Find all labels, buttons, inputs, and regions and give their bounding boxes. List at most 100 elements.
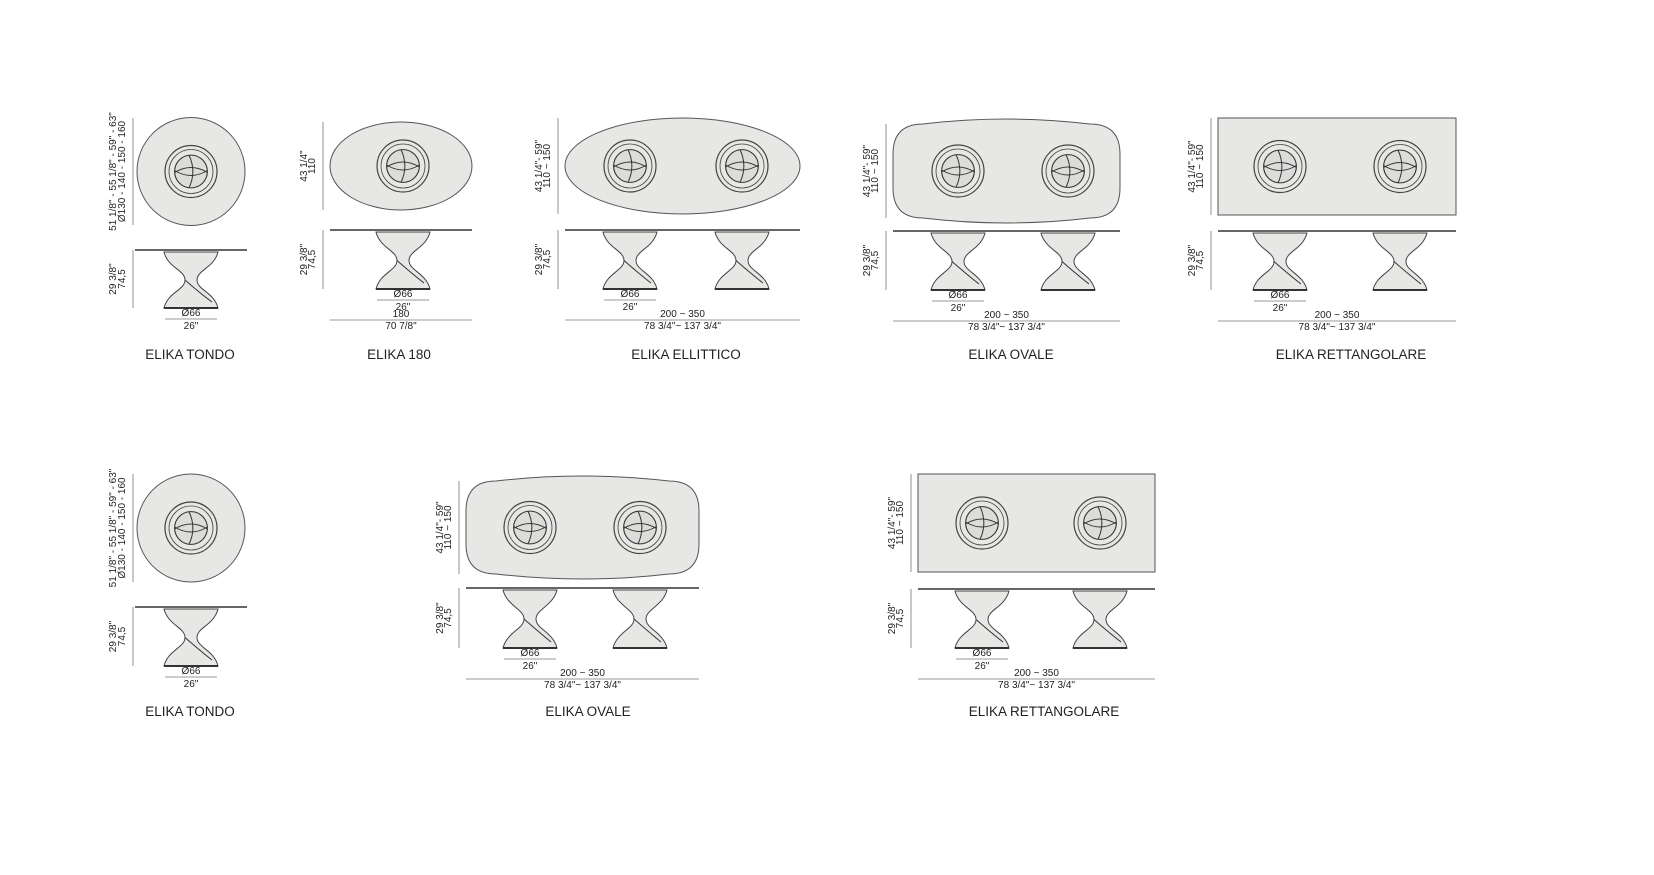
depth-in-label: 43 1/4"- 59": [862, 144, 873, 197]
base-hub-icon: [955, 496, 1009, 550]
base-diameter-in-label: 26": [396, 302, 411, 313]
hourglass-leg: [502, 589, 558, 649]
base-diameter-cm-label: Ø66: [949, 290, 968, 301]
diameter-cm-label: Ø130 - 140 - 150 - 160: [117, 477, 128, 579]
height-in-label: 29 3/8": [887, 602, 898, 634]
base-diameter-cm-label: Ø66: [973, 648, 992, 659]
length-in-label: 78 3/4"~ 137 3/4": [968, 322, 1045, 333]
length-in-label: 78 3/4"~ 137 3/4": [544, 680, 621, 691]
base-diameter-in-label: 26": [623, 302, 638, 313]
hourglass-leg: [930, 232, 986, 291]
base-diameter-in-label: 26": [951, 303, 966, 314]
base-diameter-in-label: 26": [1273, 303, 1288, 314]
length-cm-label: 200 ~ 350: [984, 310, 1029, 321]
height-in-label: 29 3/8": [435, 602, 446, 634]
hourglass-leg: [1072, 590, 1128, 649]
depth-in-label: 43 1/4"- 59": [534, 139, 545, 192]
depth-cm-label: 110 ~ 150: [443, 505, 454, 549]
product-name: ELIKA OVALE: [545, 704, 630, 719]
base-hub-icon: [603, 139, 657, 193]
height-in-label: 29 3/8": [862, 244, 873, 276]
length-in-label: 78 3/4"~ 137 3/4": [644, 321, 721, 332]
hourglass-leg: [1252, 232, 1308, 291]
product-name: ELIKA TONDO: [145, 347, 235, 362]
height-cm-label: 74,5: [117, 269, 128, 289]
product-name: ELIKA ELLITTICO: [631, 347, 741, 362]
diameter-in-label: 51 1/8" - 55 1/8" - 59" - 63": [108, 112, 119, 231]
base-diameter-cm-label: Ø66: [621, 289, 640, 300]
length-cm-label: 200 ~ 350: [1014, 668, 1059, 679]
base-diameter-in-label: 26": [975, 661, 990, 672]
base-hub-icon: [503, 500, 557, 555]
base-diameter-cm-label: Ø66: [182, 666, 201, 677]
base-diameter-cm-label: Ø66: [394, 289, 413, 300]
hourglass-leg: [612, 589, 668, 649]
base-hub-icon: [1041, 144, 1095, 198]
depth-in-label: 43 1/4"- 59": [435, 501, 446, 554]
hourglass-leg: [375, 231, 431, 290]
depth-in-label: 43 1/4"- 59": [887, 496, 898, 549]
base-hub-icon: [376, 139, 430, 193]
product-name: ELIKA RETTANGOLARE: [1276, 347, 1427, 362]
base-hub-icon: [613, 500, 667, 555]
elliptic-tabletop: [564, 117, 801, 215]
rectangular-tabletop: [917, 473, 1156, 573]
diameter-cm-label: Ø130 - 140 - 150 - 160: [117, 120, 128, 222]
height-in-label: 29 3/8": [1187, 244, 1198, 276]
product-name: ELIKA 180: [367, 347, 431, 362]
depth-cm-label: 110 ~ 150: [1195, 144, 1206, 188]
hourglass-leg: [954, 590, 1010, 649]
height-in-label: 29 3/8": [108, 620, 119, 652]
height-in-label: 29 3/8": [534, 243, 545, 275]
height-cm-label: 74,5: [895, 608, 906, 628]
base-diameter-cm-label: Ø66: [1271, 290, 1290, 301]
base-diameter-cm-label: Ø66: [182, 308, 201, 319]
length-in-label: 78 3/4"~ 137 3/4": [1299, 322, 1376, 333]
hourglass-leg: [602, 231, 658, 290]
length-cm-label: 200 ~ 350: [1315, 310, 1360, 321]
base-diameter-in-label: 26": [184, 679, 199, 690]
product-name: ELIKA RETTANGOLARE: [969, 704, 1120, 719]
depth-cm-label: 110: [307, 158, 318, 174]
depth-in-label: 43 1/4": [299, 150, 310, 182]
hourglass-leg: [1040, 232, 1096, 291]
height-in-label: 29 3/8": [108, 263, 119, 295]
depth-cm-label: 110 ~ 150: [895, 501, 906, 545]
base-hub-icon: [1253, 139, 1307, 194]
height-cm-label: 74,5: [1195, 250, 1206, 270]
product-name: ELIKA OVALE: [968, 347, 1053, 362]
base-hub-icon: [164, 501, 218, 555]
hourglass-leg: [163, 608, 219, 667]
base-hub-icon: [931, 144, 985, 198]
base-diameter-cm-label: Ø66: [521, 648, 540, 659]
length-cm-label: 200 ~ 350: [660, 309, 705, 320]
base-hub-icon: [1373, 139, 1427, 194]
height-cm-label: 74,5: [542, 249, 553, 269]
height-cm-label: 74,5: [870, 250, 881, 270]
length-in-label: 78 3/4"~ 137 3/4": [998, 680, 1075, 691]
base-hub-icon: [715, 139, 769, 193]
base-diameter-in-label: 26": [523, 661, 538, 672]
length-cm-label: 180: [393, 309, 410, 320]
height-cm-label: 74,5: [443, 608, 454, 628]
oval-tabletop: [465, 475, 700, 580]
depth-cm-label: 110 ~ 150: [542, 144, 553, 188]
hourglass-leg: [1372, 232, 1428, 291]
depth-in-label: 43 1/4"- 59": [1187, 140, 1198, 193]
height-cm-label: 74,5: [307, 249, 318, 269]
product-name: ELIKA TONDO: [145, 704, 235, 719]
length-cm-label: 200 ~ 350: [560, 668, 605, 679]
base-diameter-in-label: 26": [184, 321, 199, 332]
height-cm-label: 74,5: [117, 626, 128, 646]
hourglass-leg: [714, 231, 770, 290]
depth-cm-label: 110 ~ 150: [870, 149, 881, 193]
diameter-in-label: 51 1/8" - 55 1/8" - 59" - 63": [108, 468, 119, 587]
